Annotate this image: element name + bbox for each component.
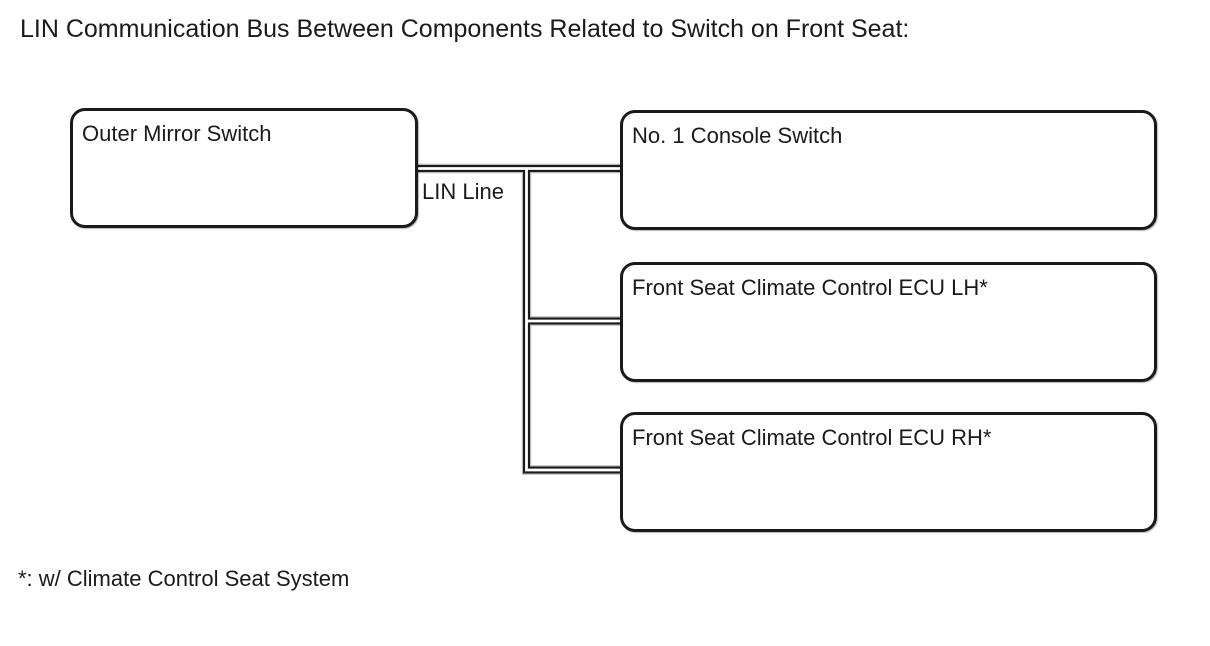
footnote: *: w/ Climate Control Seat System (18, 566, 350, 591)
node-front-seat-climate-control-ecu-lh: Front Seat Climate Control ECU LH* (620, 262, 1157, 382)
node-front-seat-climate-control-ecu-rh: Front Seat Climate Control ECU RH* (620, 412, 1157, 532)
page-title: LIN Communication Bus Between Components… (20, 15, 910, 43)
node-label: Front Seat Climate Control ECU LH* (632, 275, 988, 300)
node-label: Front Seat Climate Control ECU RH* (632, 425, 992, 450)
node-no1-console-switch: No. 1 Console Switch (620, 110, 1157, 230)
node-label: No. 1 Console Switch (632, 123, 843, 148)
lin-line-label: LIN Line (422, 179, 504, 204)
lin-bus-channel (413, 167, 624, 472)
lin-bus-outline (413, 165, 624, 474)
node-outer-mirror-switch: Outer Mirror Switch (70, 108, 418, 228)
node-label: Outer Mirror Switch (82, 121, 272, 146)
